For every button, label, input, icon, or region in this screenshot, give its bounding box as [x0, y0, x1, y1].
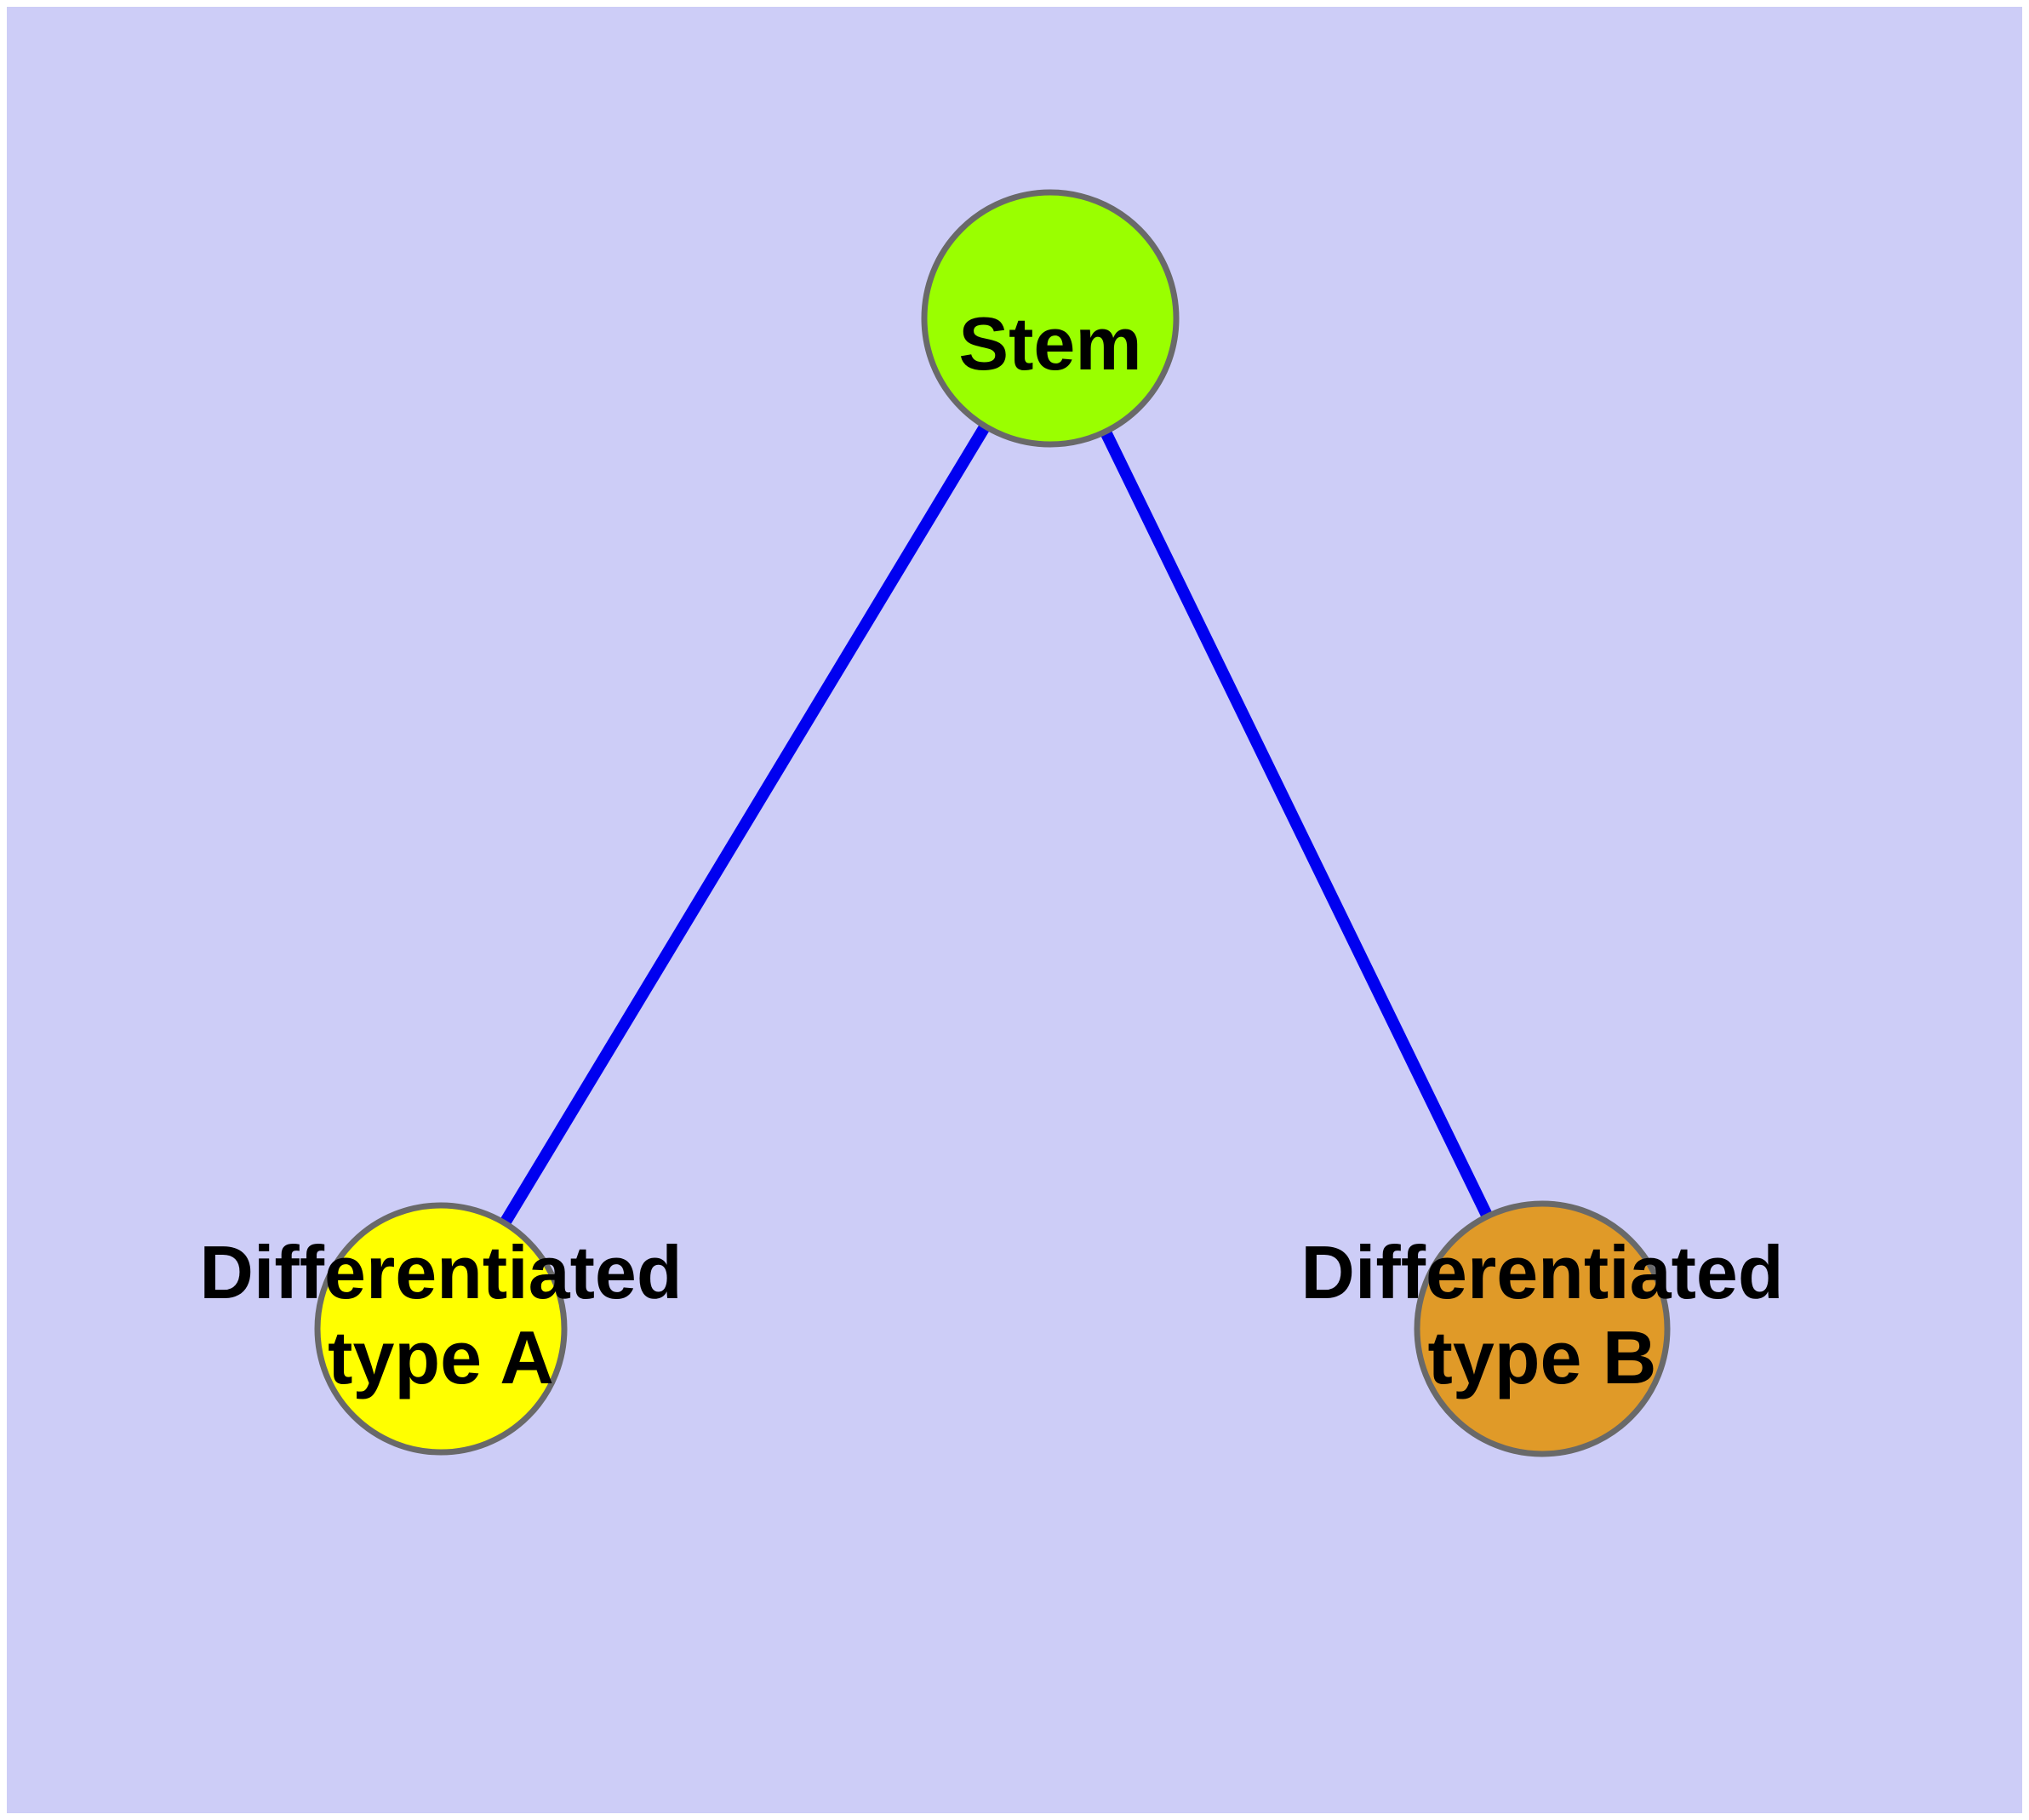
node-circle-diff_a[interactable] — [314, 1202, 568, 1456]
node-label-line: type B — [1428, 1315, 1657, 1399]
graph-edge-stem-to-diff_a — [436, 315, 1055, 1332]
graph-node-stem[interactable]: Stem — [921, 189, 1180, 448]
node-circle-stem[interactable] — [921, 189, 1180, 448]
graph-edge-stem-to-diff_b — [1044, 315, 1548, 1332]
node-label-line: Stem — [958, 301, 1141, 386]
edge-layer — [436, 315, 1548, 1332]
node-label-line: Differentiated — [199, 1230, 682, 1314]
node-label-line: type A — [328, 1315, 554, 1399]
node-label-line: Differentiated — [1300, 1230, 1783, 1314]
node-circle-diff_b[interactable] — [1414, 1200, 1671, 1457]
node-label-stem: Stem — [958, 301, 1141, 386]
